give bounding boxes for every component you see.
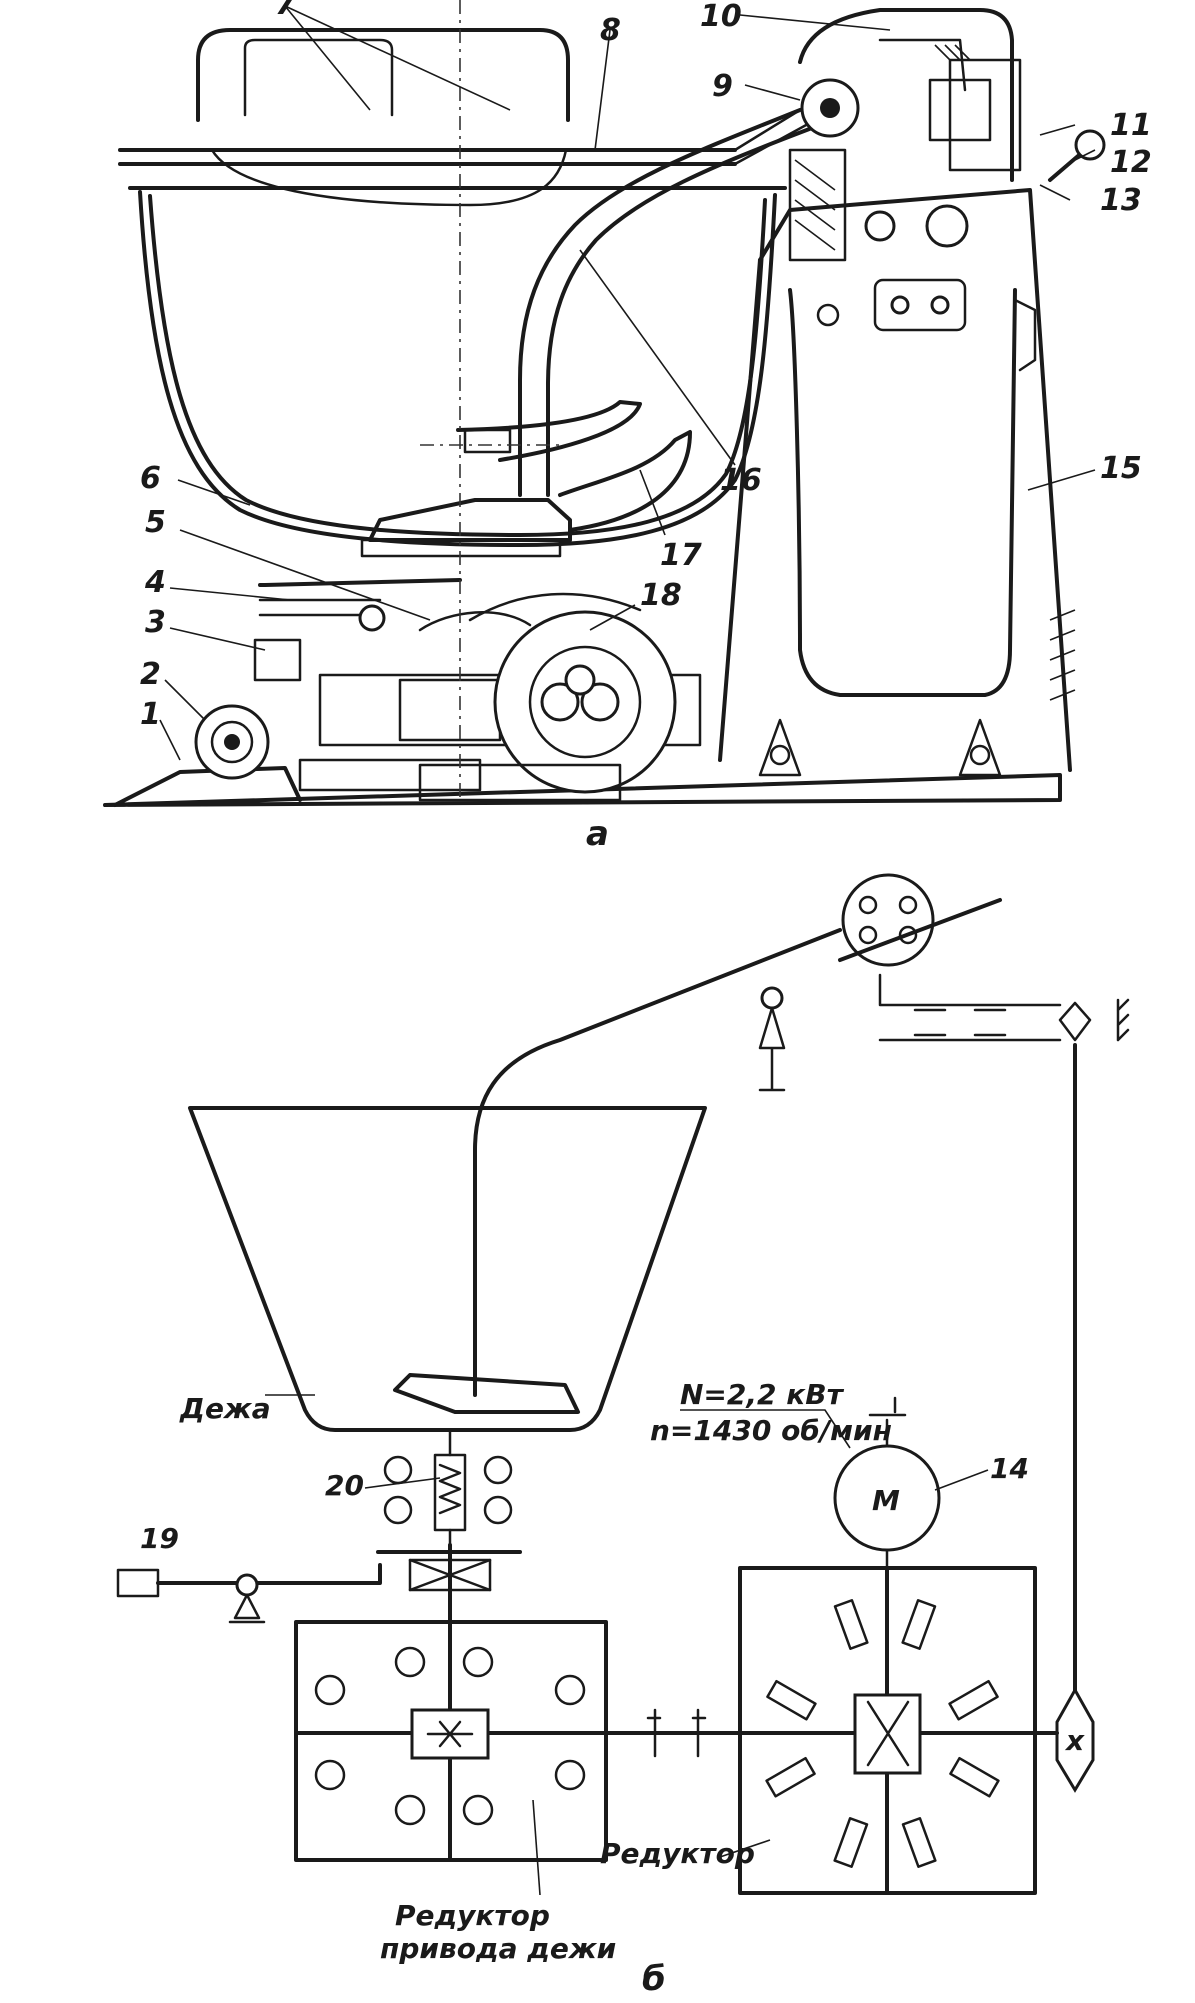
planetary-head xyxy=(841,873,935,967)
lever-pivot-support xyxy=(758,1006,786,1092)
scheme-kneading-arm xyxy=(473,928,842,1397)
mixing-bowl-section xyxy=(128,186,787,558)
part-11: 11 xyxy=(1110,108,1152,143)
subfigure-a-label: а xyxy=(586,814,609,854)
bowl-drive-reducer-label-line1: Редуктор xyxy=(395,1899,550,1932)
part-15: 15 xyxy=(1100,451,1142,486)
machine-frame xyxy=(718,188,1076,777)
scheme-kneading-blade xyxy=(393,1373,580,1414)
head-coupling xyxy=(1058,1001,1092,1042)
bowl-label: Дежа xyxy=(179,1392,271,1425)
kneading-arm xyxy=(368,108,814,542)
part-2: 2 xyxy=(140,657,161,692)
lower-coupling xyxy=(1055,1686,1095,1793)
motor-speed: n=1430 об/мин xyxy=(650,1414,892,1447)
leader-lines xyxy=(159,5,1096,761)
bowl-support-bearings xyxy=(383,1428,513,1552)
bowl-drive-reducer-gear xyxy=(410,1708,490,1760)
kinematic-scheme-b: Дежа х М 14 N=2,2 кВт n=1430 об/мин xyxy=(116,873,1130,1999)
part-1: 1 xyxy=(140,697,161,732)
pedal-number: 19 xyxy=(140,1522,179,1555)
part-number-labels: 7 8 10 9 11 12 13 15 16 17 18 6 5 4 3 2 … xyxy=(140,0,1152,732)
part-13: 13 xyxy=(1100,183,1142,218)
pedal xyxy=(116,1568,160,1598)
subfigure-b-label: б xyxy=(642,1959,666,1999)
spring-number: 20 xyxy=(325,1469,364,1502)
part-17: 17 xyxy=(660,538,702,573)
bowl-drive-reducer-label-line2: привода дежи xyxy=(380,1932,616,1965)
part-7: 7 xyxy=(275,0,296,22)
part-4: 4 xyxy=(144,565,166,600)
bowl-cover xyxy=(118,28,810,207)
part-18: 18 xyxy=(640,578,682,613)
part-6: 6 xyxy=(140,461,161,496)
motor-number: 14 xyxy=(990,1452,1029,1485)
head-shaft xyxy=(878,973,1062,1042)
head-mechanism xyxy=(788,8,1106,262)
part-12: 12 xyxy=(1110,145,1152,180)
part-16: 16 xyxy=(720,463,762,498)
base-and-drive xyxy=(103,578,1062,807)
part-8: 8 xyxy=(600,13,621,48)
reducer-coupling xyxy=(646,1708,707,1758)
part-9: 9 xyxy=(712,69,733,104)
assembly-drawing-a: 7 8 10 9 11 12 13 15 16 17 18 6 5 4 3 2 … xyxy=(103,0,1152,854)
scheme-bowl xyxy=(188,1106,707,1432)
motor-symbol: М xyxy=(872,1484,900,1517)
pedal-lever xyxy=(156,1563,382,1585)
motor-power: N=2,2 кВт xyxy=(680,1378,845,1411)
part-10: 10 xyxy=(700,0,742,34)
lower-coupling-mark: х xyxy=(1064,1724,1085,1757)
part-3: 3 xyxy=(145,605,166,640)
part-5: 5 xyxy=(145,505,166,540)
